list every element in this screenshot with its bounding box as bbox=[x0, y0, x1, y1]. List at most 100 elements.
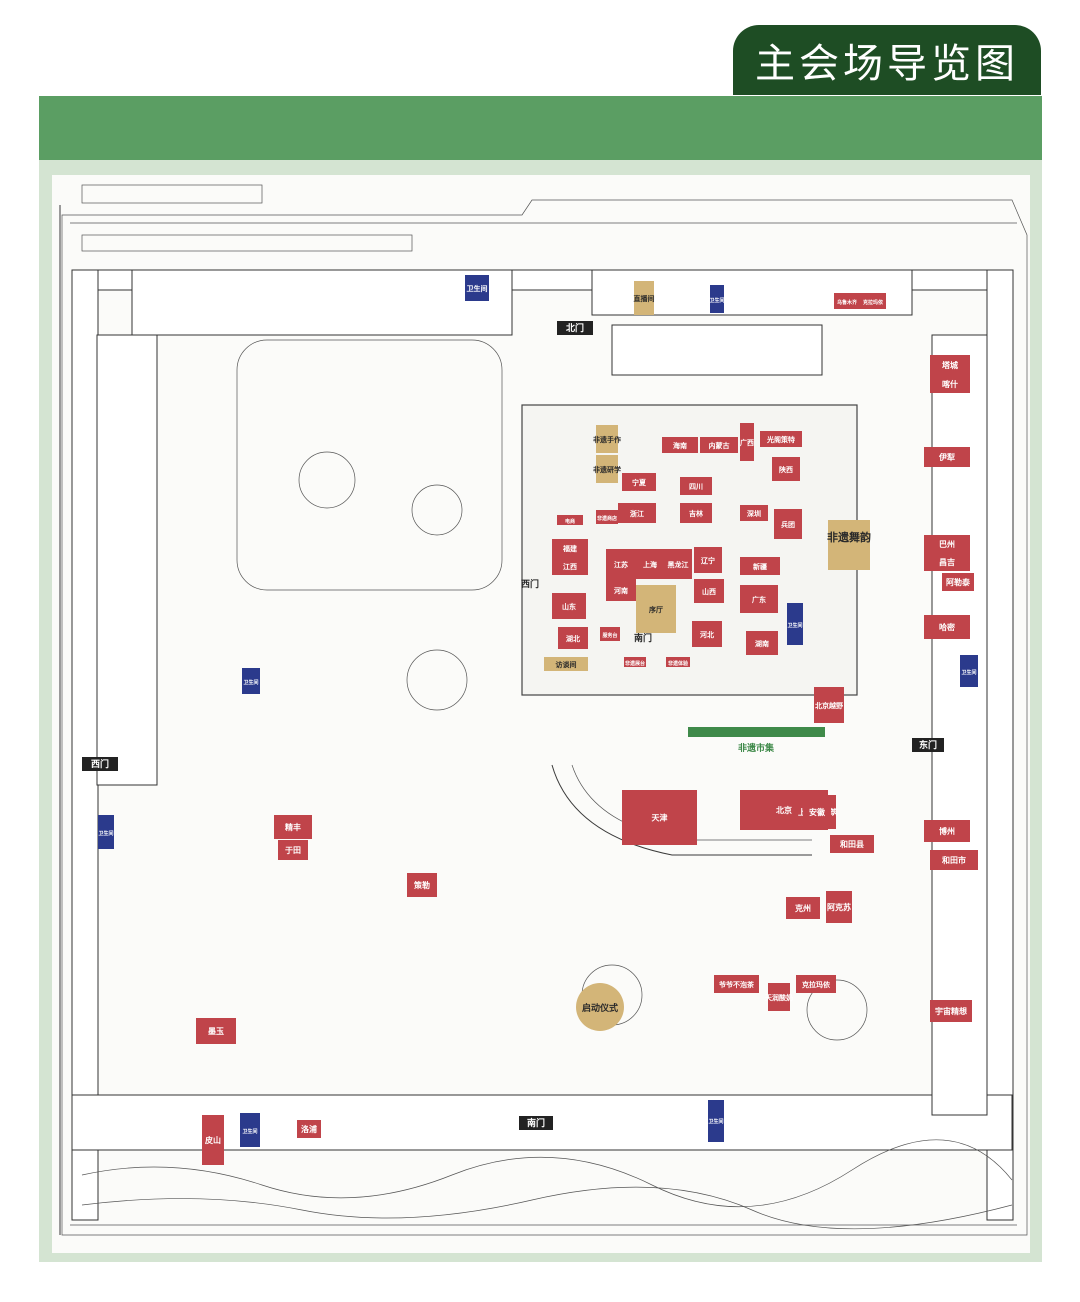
gate-north[interactable]: 北门 bbox=[557, 321, 593, 335]
booth-east-booths-9[interactable]: 宇宙精想 bbox=[930, 1000, 972, 1022]
garden-northwest bbox=[236, 339, 503, 711]
booth-label: 喀什 bbox=[942, 379, 958, 389]
booth-hall-small-2[interactable]: 服务台 bbox=[600, 627, 620, 641]
booth-hall-booths-16[interactable]: 辽宁 bbox=[694, 547, 722, 573]
booth-hall-booths-11[interactable]: 福建 bbox=[552, 539, 588, 557]
booth-hall-booths-19[interactable]: 河南 bbox=[606, 579, 636, 601]
booth-hall-booths-13[interactable]: 江苏 bbox=[606, 549, 636, 579]
booth-west-booths-3[interactable]: 皮山 bbox=[202, 1115, 224, 1165]
booth-hall-booths-4[interactable]: 陕西 bbox=[772, 457, 800, 481]
booth-plaza-booths-3[interactable]: 安徽 bbox=[803, 802, 831, 822]
booth-hall-booths-12[interactable]: 江西 bbox=[552, 557, 588, 575]
booth-hall-booths-5[interactable]: 宁夏 bbox=[622, 473, 656, 491]
booth-hall-tan-4[interactable]: 直播间 bbox=[634, 281, 655, 315]
booth-east-booths-6[interactable]: 哈密 bbox=[924, 615, 970, 639]
booth-hall-booths-6[interactable]: 四川 bbox=[680, 477, 712, 495]
gate-west[interactable]: 西门 bbox=[82, 757, 118, 771]
booth-east-booths-2[interactable]: 伊犁 bbox=[924, 447, 970, 467]
booth-hall-booths-7[interactable]: 浙江 bbox=[618, 503, 656, 523]
plaza-booths[interactable]: 天津北京上海风语筑安徽和田县克州阿克苏 bbox=[622, 790, 874, 923]
booth-hall-booths-2[interactable]: 海南 bbox=[662, 437, 698, 453]
booth-label: 上海 bbox=[643, 560, 657, 569]
booth-hall-booths-21[interactable]: 山东 bbox=[552, 593, 586, 619]
booth-hall-booths-3[interactable]: 内蒙古 bbox=[700, 437, 738, 453]
booth-hall-booths-1[interactable]: 光阁策特 bbox=[760, 431, 802, 447]
booth-hall-tan-0[interactable]: 非遗手作 bbox=[593, 425, 621, 453]
booth-west-booths-4[interactable]: 洛浦 bbox=[297, 1120, 321, 1138]
booth-label: 直播间 bbox=[634, 294, 655, 303]
booth-east-booths-7[interactable]: 博州 bbox=[924, 820, 970, 842]
booth-label: 洛浦 bbox=[301, 1124, 317, 1134]
booth-label: 非遗商店 bbox=[597, 515, 617, 522]
booth-hall-small-0[interactable]: 电商 bbox=[557, 515, 583, 525]
booth-label: 电商 bbox=[565, 518, 575, 525]
booth-hall-booths-10[interactable]: 兵团 bbox=[774, 509, 802, 539]
booth-label: 黑龙江 bbox=[668, 560, 689, 569]
booth-plaza-booths-4[interactable]: 和田县 bbox=[830, 835, 874, 853]
booth-label: 巴州 bbox=[939, 540, 955, 549]
booth-hall-booths-15[interactable]: 黑龙江 bbox=[664, 549, 692, 579]
booth-plaza-booths-5[interactable]: 克州 bbox=[786, 897, 820, 919]
booth-hall-tan-2[interactable]: 序厅 bbox=[636, 585, 676, 633]
booth-label: 光阁策特 bbox=[766, 435, 795, 444]
booth-east-booths-0[interactable]: 塔城 bbox=[930, 355, 970, 375]
booth-east-booths-4[interactable]: 昌吉 bbox=[924, 553, 970, 571]
booth-hall-booths-8[interactable]: 吉林 bbox=[680, 503, 712, 523]
booth-north-booths-0[interactable]: 乌鲁木齐 bbox=[834, 293, 860, 309]
booth-south-booths-2[interactable]: 克拉玛依 bbox=[796, 975, 836, 993]
booth-hall-booths-25[interactable]: 北京越野 bbox=[814, 687, 844, 723]
booth-hall-booths-22[interactable]: 湖北 bbox=[558, 627, 588, 649]
booth-plaza-booths-6[interactable]: 阿克苏 bbox=[826, 891, 852, 923]
booth-hall-tan-3[interactable]: 访谈间 bbox=[544, 657, 588, 671]
svg-text:南门: 南门 bbox=[634, 632, 652, 644]
booth-label: 墨玉 bbox=[208, 1026, 224, 1036]
booth-east-booths-1[interactable]: 喀什 bbox=[930, 375, 970, 393]
booth-east-booths-5[interactable]: 阿勒泰 bbox=[942, 573, 974, 591]
booth-hall-booths-24[interactable]: 湖南 bbox=[746, 631, 778, 655]
booth-south-booths-0[interactable]: 爷爷不泡茶 bbox=[714, 975, 759, 993]
booth-hall-booths-17[interactable]: 新疆 bbox=[740, 557, 780, 575]
booth-label: 昌吉 bbox=[939, 557, 955, 567]
booth-west-booths-1[interactable]: 于田 bbox=[278, 840, 308, 860]
booth-label: 江西 bbox=[563, 562, 577, 571]
booth-west-booths-2[interactable]: 策勒 bbox=[407, 873, 437, 897]
booth-west-booths-0[interactable]: 墨玉 bbox=[196, 1018, 236, 1044]
booth-hall-small-1[interactable]: 非遗商店 bbox=[596, 510, 618, 524]
booth-label: 浙江 bbox=[630, 509, 644, 518]
booth-hall-tan-1[interactable]: 非遗研学 bbox=[593, 455, 621, 483]
gate-south[interactable]: 南门 bbox=[519, 1116, 553, 1130]
restroom-markers[interactable]: 卫生间 卫生间 卫生间 卫生间 卫生间 卫生间 卫生间 卫生间 bbox=[98, 275, 978, 1147]
booth-hall-booths-23[interactable]: 河北 bbox=[692, 621, 722, 647]
booth-plaza-booths-0[interactable]: 天津 bbox=[622, 790, 697, 845]
venue-map[interactable]: 北门 西门 东门 南门 南门 西门 卫生间 卫生间 卫生间 卫生间 卫生间 卫生… bbox=[52, 175, 1030, 1253]
booth-hall-booths-20[interactable]: 广东 bbox=[740, 585, 778, 613]
booth-east-booths-8[interactable]: 和田市 bbox=[930, 850, 978, 870]
booth-hall-booths-9[interactable]: 深圳 bbox=[740, 505, 768, 521]
booth-hall-small-3[interactable]: 非遗展台 bbox=[624, 657, 646, 667]
booth-east-booths-3[interactable]: 巴州 bbox=[924, 535, 970, 553]
booth-label: 服务台 bbox=[602, 632, 617, 639]
north-booths[interactable]: 乌鲁木齐克拉玛依 bbox=[834, 293, 886, 309]
hall-booths[interactable]: 广西 光阁策特 海南内蒙古陕西宁夏 四川浙江 吉林 深圳兵团福建江西 江苏上海 黑龙江辽宁新疆… bbox=[552, 423, 844, 723]
booth-label: 于田 bbox=[285, 846, 301, 855]
stage-dance[interactable]: 非遗舞韵 bbox=[827, 520, 871, 570]
heritage-market[interactable]: 非遗市集 bbox=[688, 727, 825, 754]
svg-text:启动仪式: 启动仪式 bbox=[582, 1002, 618, 1014]
booth-hall-booths-0[interactable]: 广西 bbox=[740, 423, 754, 461]
booth-hall-booths-18[interactable]: 山西 bbox=[694, 579, 724, 603]
booth-hall-small-4[interactable]: 非遗体验 bbox=[666, 657, 690, 667]
booth-label: 克拉玛依 bbox=[862, 299, 884, 306]
booth-label: 广东 bbox=[752, 595, 766, 604]
booth-west-booths-5[interactable]: 精丰 bbox=[274, 815, 312, 839]
booth-label: 安徽 bbox=[809, 807, 826, 817]
booth-hall-booths-14[interactable]: 上海 bbox=[636, 549, 664, 579]
svg-text:卫生间: 卫生间 bbox=[243, 679, 258, 686]
booth-south-booths-1[interactable]: 天润酸奶 bbox=[765, 983, 793, 1011]
launch-ceremony[interactable]: 启动仪式 bbox=[576, 983, 624, 1031]
gate-east[interactable]: 东门 bbox=[912, 738, 944, 752]
booth-north-booths-1[interactable]: 克拉玛依 bbox=[860, 293, 886, 309]
